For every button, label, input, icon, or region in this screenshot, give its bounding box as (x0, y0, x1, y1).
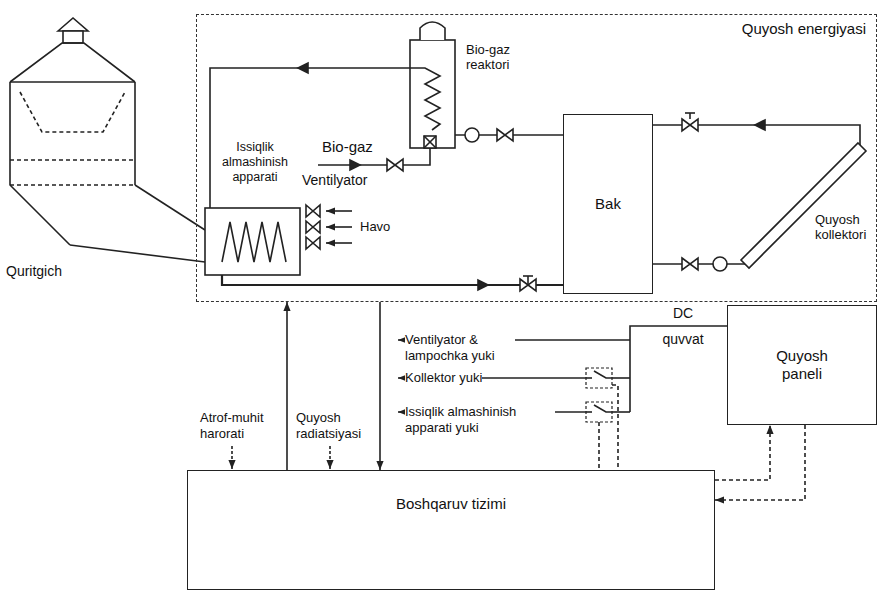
dryer-roof (10, 43, 135, 82)
node-text: Quyosh paneli (766, 347, 838, 383)
valve-symbol (682, 119, 698, 131)
power-label: DC quvvat (656, 300, 710, 352)
reactor-valve-cross (424, 136, 436, 148)
switch-blade (594, 405, 612, 412)
valve-symbol (387, 159, 403, 171)
tank-box: Bak (563, 114, 653, 294)
switch-stub (586, 377, 592, 379)
reactor-valve-box (424, 136, 436, 148)
control-signal-line (598, 422, 600, 470)
load-label: Ventilyator & lampochka yuki (405, 332, 515, 364)
dryer-inner-line (10, 184, 135, 186)
heat-exchanger-coil (222, 222, 286, 262)
load-label: Kollektor yuki (405, 370, 482, 386)
pump-symbol (465, 128, 479, 142)
return-pipe (222, 275, 563, 285)
valve-handle (523, 275, 533, 277)
sensor-label: Quyosh radiatsiyasi (296, 410, 372, 442)
switch-blade (594, 371, 612, 378)
reactor-body (410, 40, 455, 148)
collector-pipe (653, 263, 745, 265)
load-wire (612, 411, 630, 413)
flow-arrowhead (298, 63, 308, 73)
sensor-label: Atrof-muhit harorati (200, 410, 278, 442)
flow-arrowhead (350, 160, 360, 170)
reactor-valve-cross (424, 136, 436, 148)
load-label: Issiqlik almashinish apparati yuki (405, 404, 555, 436)
air-arrow (326, 226, 352, 228)
air-arrow (326, 210, 352, 212)
biogas-label: Bio-gaz (322, 138, 373, 156)
connector (715, 425, 770, 480)
node-text: Bak (595, 195, 621, 213)
valve-handle (527, 276, 529, 285)
control-signal-line (612, 385, 618, 470)
connector (379, 302, 381, 470)
reactor-label: Bio-gaz reaktori (466, 42, 528, 72)
node-text: Boshqaruv tizimi (396, 495, 506, 513)
solar-energy-region: Quyosh energiyasiBak (196, 14, 877, 302)
switch-box (586, 402, 612, 422)
sensor-arrow (329, 446, 331, 469)
fan-symbol (306, 205, 320, 249)
dryer-label: Quritgich (6, 262, 62, 280)
heat-exchanger-box (205, 208, 300, 275)
valve-handle (685, 112, 695, 114)
sensor-arrow (231, 446, 233, 469)
dryer-wall-left (10, 82, 70, 245)
air-label: Havo (360, 219, 390, 235)
valve-symbol (682, 258, 698, 270)
connector (286, 302, 288, 470)
flow-arrowhead (755, 120, 765, 130)
dryer-inner-tray (20, 92, 125, 132)
switch-box (586, 368, 612, 388)
solar-collector (741, 143, 866, 268)
load-wire (612, 377, 630, 379)
pump-symbol (713, 257, 727, 271)
valve-symbol (497, 129, 513, 141)
valve-handle (689, 113, 691, 119)
switch-stub (586, 411, 592, 413)
heat-exchanger-label: Issiqlik almashinish apparati (218, 140, 292, 185)
air-arrow (326, 242, 352, 244)
dryer-inner-line (10, 159, 135, 161)
node-text: Quyosh energiyasi (742, 20, 866, 38)
dryer-chimney (63, 31, 83, 43)
reactor-cap (420, 22, 445, 40)
flow-arrowhead (478, 280, 488, 290)
solar-panel-box: Quyosh paneli (727, 305, 877, 425)
hot-water-pipe (210, 68, 410, 208)
fan-label: Ventilyator (302, 172, 367, 189)
dryer-roof-base (10, 81, 135, 83)
air-duct (135, 185, 205, 230)
connector (715, 425, 805, 500)
control-system-box: Boshqaruv tizimi (187, 470, 715, 590)
dryer-cap (58, 18, 88, 31)
reactor-coil (410, 68, 440, 130)
dryer-wall-right (134, 82, 136, 185)
air-duct (70, 245, 205, 262)
collector-label: Quyosh kollektori (815, 212, 873, 242)
